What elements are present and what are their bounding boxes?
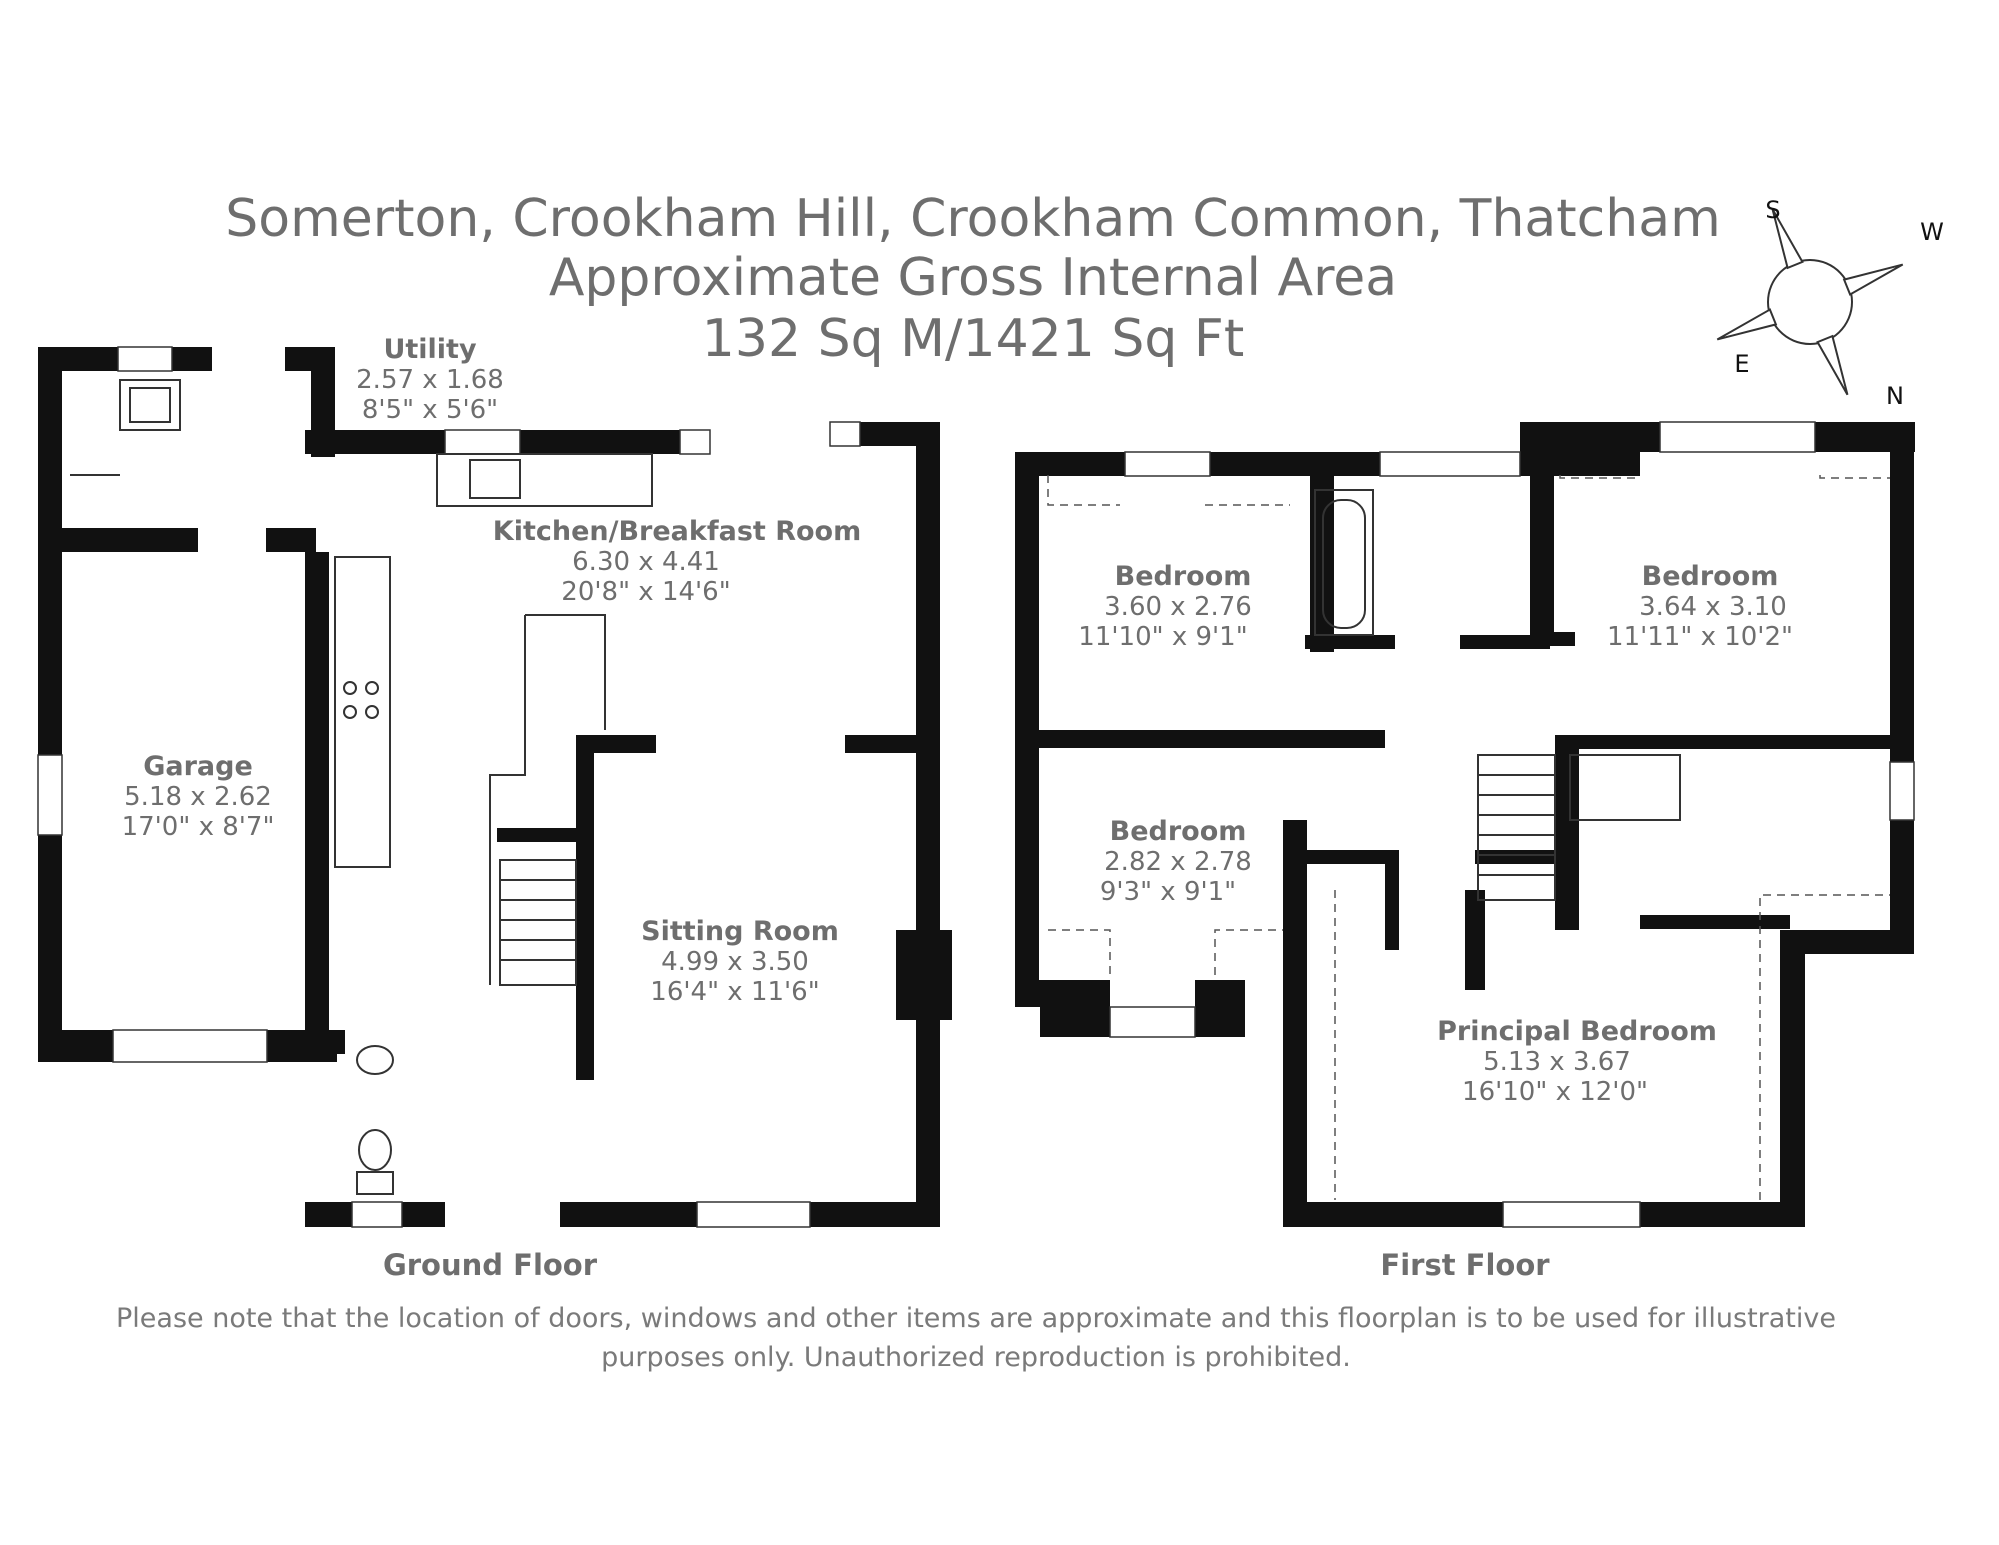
compass-icon: S W E N xyxy=(1716,196,1944,410)
ground-floor-plan xyxy=(37,346,952,1228)
compass-east-label: E xyxy=(1734,350,1749,378)
total-area: 132 Sq M/1421 Sq Ft xyxy=(702,309,1244,369)
first-floor-west-wall xyxy=(1015,452,1039,1007)
room-imperial: 16'4" x 11'6" xyxy=(650,977,819,1007)
area-subtitle: Approximate Gross Internal Area xyxy=(549,248,1397,308)
first-floor-plan xyxy=(1015,421,1915,1228)
room-kitchen-breakfast: Kitchen/Breakfast Room 6.30 x 4.41 20'8"… xyxy=(493,516,861,607)
room-metric: 2.82 x 2.78 xyxy=(1104,847,1252,877)
compass-south-label: S xyxy=(1765,196,1780,224)
compass-west-label: W xyxy=(1920,218,1944,246)
room-metric: 2.57 x 1.68 xyxy=(356,365,504,395)
room-name: Bedroom xyxy=(1115,561,1252,592)
garage-west-wall xyxy=(38,347,62,1062)
room-sitting: Sitting Room 4.99 x 3.50 16'4" x 11'6" xyxy=(641,916,839,1007)
room-bedroom-front-left: Bedroom 3.60 x 2.76 11'10" x 9'1" xyxy=(1078,561,1252,652)
room-name: Bedroom xyxy=(1110,816,1247,847)
disclaimer-line-2: purposes only. Unauthorized reproduction… xyxy=(601,1342,1351,1373)
room-metric: 5.13 x 3.67 xyxy=(1483,1047,1631,1077)
room-metric: 5.18 x 2.62 xyxy=(124,782,272,812)
first-floor-labels: Bedroom 3.60 x 2.76 11'10" x 9'1" Bedroo… xyxy=(1078,561,1793,1107)
room-bedroom-left: Bedroom 2.82 x 2.78 9'3" x 9'1" xyxy=(1100,816,1252,907)
ground-floor-label: Ground Floor xyxy=(383,1248,598,1282)
room-imperial: 8'5" x 5'6" xyxy=(362,395,498,425)
room-metric: 6.30 x 4.41 xyxy=(572,547,720,577)
room-utility: Utility 2.57 x 1.68 8'5" x 5'6" xyxy=(356,334,504,425)
room-name: Kitchen/Breakfast Room xyxy=(493,516,861,547)
disclaimer: Please note that the location of doors, … xyxy=(116,1303,1836,1373)
room-metric: 3.60 x 2.76 xyxy=(1104,592,1252,622)
room-metric: 3.64 x 3.10 xyxy=(1639,592,1787,622)
ground-floor-labels: Utility 2.57 x 1.68 8'5" x 5'6" Kitchen/… xyxy=(122,334,862,1007)
first-floor-label: First Floor xyxy=(1380,1248,1550,1282)
room-imperial: 11'10" x 9'1" xyxy=(1078,622,1247,652)
room-name: Garage xyxy=(143,751,253,782)
room-name: Principal Bedroom xyxy=(1437,1016,1717,1047)
room-imperial: 11'11" x 10'2" xyxy=(1607,622,1793,652)
room-name: Sitting Room xyxy=(641,916,839,947)
disclaimer-line-1: Please note that the location of doors, … xyxy=(116,1303,1836,1334)
room-imperial: 16'10" x 12'0" xyxy=(1462,1077,1648,1107)
room-imperial: 20'8" x 14'6" xyxy=(561,577,730,607)
room-name: Utility xyxy=(383,334,477,365)
header: Somerton, Crookham Hill, Crookham Common… xyxy=(225,189,1720,369)
room-imperial: 9'3" x 9'1" xyxy=(1100,877,1236,907)
room-principal-bedroom: Principal Bedroom 5.13 x 3.67 16'10" x 1… xyxy=(1437,1016,1717,1107)
room-garage: Garage 5.18 x 2.62 17'0" x 8'7" xyxy=(122,751,275,842)
compass-north-label: N xyxy=(1886,382,1904,410)
room-bedroom-right: Bedroom 3.64 x 3.10 11'11" x 10'2" xyxy=(1607,561,1793,652)
property-address-title: Somerton, Crookham Hill, Crookham Common… xyxy=(225,189,1720,249)
room-metric: 4.99 x 3.50 xyxy=(661,947,809,977)
room-name: Bedroom xyxy=(1642,561,1779,592)
room-imperial: 17'0" x 8'7" xyxy=(122,812,275,842)
